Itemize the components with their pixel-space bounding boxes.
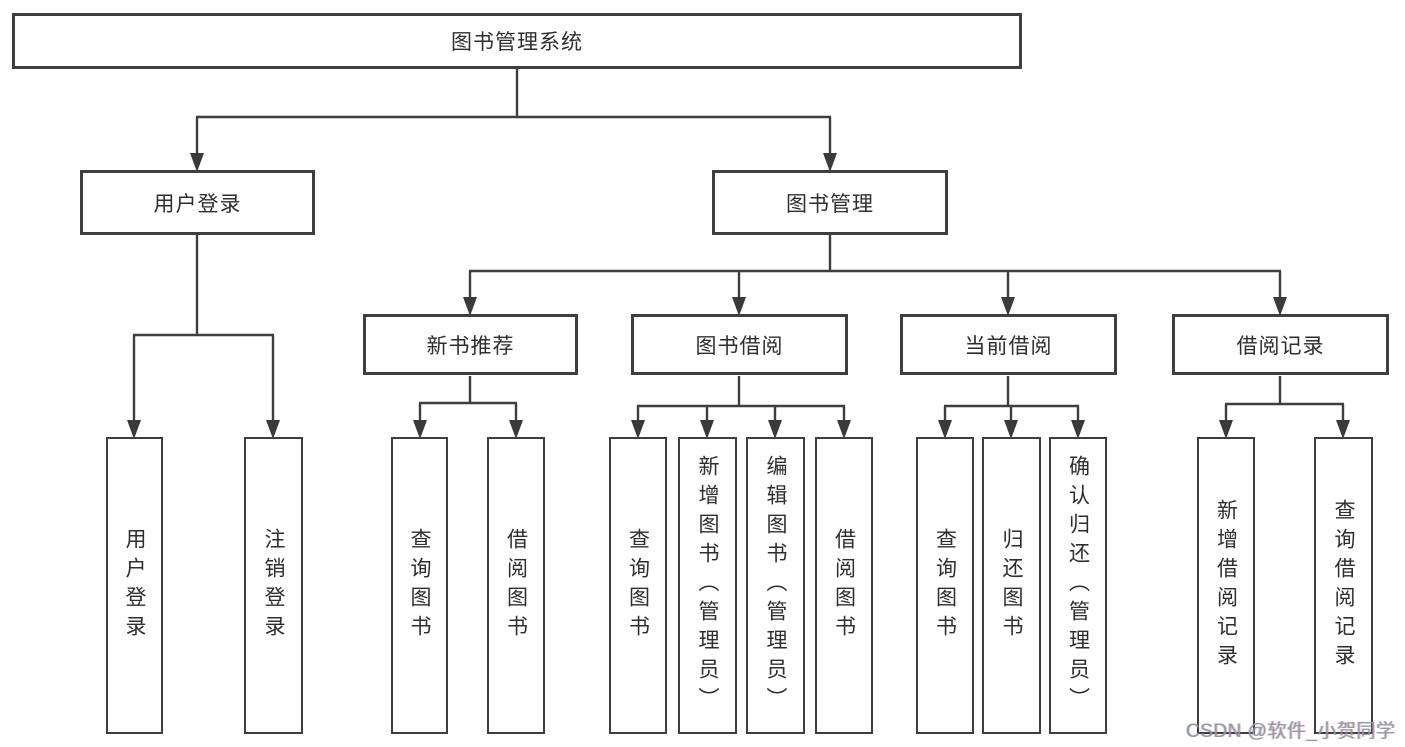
node-leaf-edit-books-admin: 编辑图书（管理员）	[746, 437, 805, 734]
node-new-book-recommend: 新书推荐	[363, 314, 578, 375]
node-leaf-query-books-borrowing-label: 查询图书	[626, 527, 650, 644]
node-leaf-return-books-label: 归还图书	[1000, 527, 1023, 644]
node-current-borrowing: 当前借阅	[900, 314, 1117, 375]
node-leaf-borrow-books-recommend: 借阅图书	[487, 437, 545, 734]
node-book-borrowing-label: 图书借阅	[695, 334, 784, 358]
node-leaf-borrow-books-label: 借阅图书	[832, 527, 856, 644]
node-current-borrowing-label: 当前借阅	[964, 334, 1053, 358]
node-leaf-return-books: 归还图书	[982, 437, 1041, 734]
node-leaf-query-borrow-record: 查询借阅记录	[1314, 437, 1373, 734]
node-borrowing-records-label: 借阅记录	[1236, 334, 1325, 358]
node-leaf-query-borrow-record-label: 查询借阅记录	[1332, 498, 1355, 673]
node-leaf-confirm-return-admin: 确认归还（管理员）	[1049, 437, 1107, 734]
node-user-login-label: 用户登录	[153, 192, 242, 216]
node-leaf-add-borrow-record: 新增借阅记录	[1197, 437, 1255, 734]
node-leaf-borrow-books-recommend-label: 借阅图书	[504, 527, 528, 644]
node-user-login: 用户登录	[80, 170, 315, 235]
node-leaf-add-borrow-record-label: 新增借阅记录	[1214, 498, 1238, 673]
node-leaf-query-books-recommend: 查询图书	[391, 437, 448, 734]
node-leaf-borrow-books: 借阅图书	[815, 437, 873, 734]
node-book-management-label: 图书管理	[786, 192, 874, 216]
node-leaf-query-books-recommend-label: 查询图书	[408, 527, 431, 644]
watermark: CSDN @软件_小贺同学	[1186, 721, 1396, 742]
node-book-borrowing: 图书借阅	[631, 314, 848, 375]
node-leaf-add-books-admin-label: 新增图书（管理员）	[696, 455, 719, 716]
node-library-system: 图书管理系统	[12, 13, 1022, 69]
node-book-management: 图书管理	[712, 170, 948, 235]
node-new-book-recommend-label: 新书推荐	[426, 334, 515, 358]
node-borrowing-records: 借阅记录	[1172, 314, 1389, 375]
node-leaf-edit-books-admin-label: 编辑图书（管理员）	[764, 455, 787, 716]
node-leaf-logout-label: 注销登录	[262, 527, 285, 644]
node-leaf-logout: 注销登录	[244, 437, 303, 734]
node-library-system-label: 图书管理系统	[451, 31, 583, 54]
node-leaf-query-books-current: 查询图书	[916, 437, 974, 734]
node-leaf-user-login: 用户登录	[106, 437, 163, 734]
node-leaf-query-books-borrowing: 查询图书	[609, 437, 667, 734]
node-leaf-query-books-current-label: 查询图书	[933, 527, 957, 644]
node-leaf-user-login-label: 用户登录	[123, 527, 146, 644]
node-leaf-add-books-admin: 新增图书（管理员）	[678, 437, 737, 734]
node-leaf-confirm-return-admin-label: 确认归还（管理员）	[1066, 455, 1090, 716]
